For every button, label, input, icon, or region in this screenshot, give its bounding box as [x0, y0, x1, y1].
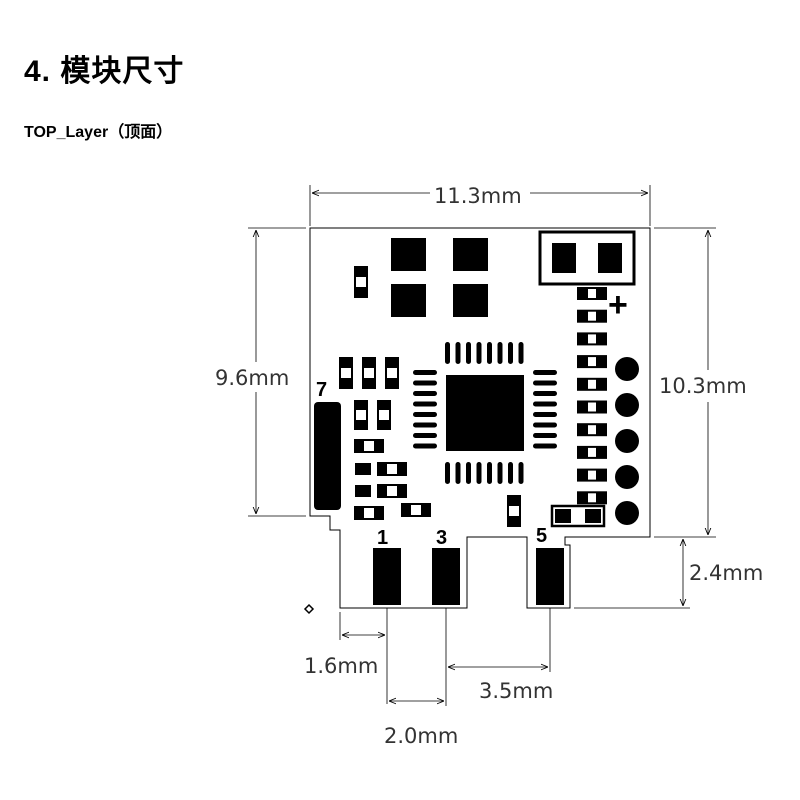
dim-edge-offset-label: 1.6mm	[304, 654, 378, 678]
pin-5-label: 5	[536, 525, 547, 547]
pin-7-label: 7	[316, 379, 327, 401]
qfn-pin-left	[413, 443, 437, 449]
smd-right-pad	[596, 333, 606, 345]
dim-pin-pitch-3-5-label: 3.5mm	[479, 679, 553, 703]
qfn-pin-left	[413, 401, 437, 407]
qfn-pin-top	[476, 342, 482, 364]
qfn-pin-right	[533, 391, 557, 396]
qfn-pin-left	[413, 412, 437, 417]
qfn-pin-bottom	[497, 462, 503, 484]
smd-right-pad	[596, 288, 606, 299]
dim-tab-height-label: 2.4mm	[689, 561, 763, 585]
qfn-pin-top	[445, 342, 450, 364]
qfn-pin-left	[413, 391, 437, 396]
qfn-pin-bottom	[518, 462, 524, 484]
smd-right-column	[577, 287, 607, 505]
smd-right-pad	[596, 469, 606, 481]
qfn-pin-right	[533, 443, 557, 449]
qfn-pin-left	[413, 433, 437, 438]
smd-right-pad	[578, 378, 588, 390]
qfn-pin-right	[533, 412, 557, 417]
dim-pin-pitch-1-3	[389, 608, 447, 706]
qfn-pin-left	[413, 380, 437, 386]
smd-right-pad	[596, 378, 606, 390]
top-connector	[538, 230, 636, 286]
dim-board-width	[309, 185, 651, 226]
qfn-pin-right	[533, 401, 557, 407]
qfn-pin-right	[533, 380, 557, 386]
origin-marker	[303, 603, 315, 615]
qfn-pin-left	[413, 422, 437, 428]
large-pads	[391, 238, 488, 317]
round-pads	[615, 357, 639, 525]
qfn-pin-right	[533, 433, 557, 438]
smd-right-pad	[578, 356, 588, 368]
pin-1-label: 1	[377, 527, 388, 549]
smd-right-pad	[578, 492, 588, 504]
qfn-pin-top	[487, 342, 492, 364]
dim-tab-height	[574, 539, 690, 609]
smd-horizontal-left	[354, 439, 431, 520]
qfn-pin-top	[466, 342, 471, 364]
qfn-pin-bottom	[455, 462, 461, 484]
smd-right-pad	[578, 333, 588, 345]
qfn-pin-top	[518, 342, 524, 364]
dim-board-height-label: 9.6mm	[215, 366, 289, 390]
qfn-pin-top	[455, 342, 461, 364]
smd-right-pad	[578, 446, 588, 458]
qfn-pin-right	[533, 370, 557, 375]
bottom-pins	[373, 548, 564, 605]
dim-edge-offset	[339, 608, 388, 704]
section-title: 4. 模块尺寸	[24, 55, 185, 88]
smd-right-pad	[596, 356, 606, 368]
smd-right-pad	[578, 310, 588, 322]
smd-right-pad	[578, 288, 588, 299]
dim-total-height-label: 10.3mm	[659, 374, 747, 398]
dim-pin-pitch-1-3-label: 2.0mm	[384, 724, 458, 748]
qfn-pin-bottom	[476, 462, 482, 484]
smd-vertical-left	[339, 266, 521, 527]
dim-board-width-label: 11.3mm	[434, 184, 522, 208]
board-outline	[309, 227, 651, 609]
smd-right-pad	[596, 492, 606, 504]
qfn-pin-top	[497, 342, 503, 364]
smd-right-pad	[578, 424, 588, 436]
pin-3-label: 3	[436, 527, 447, 549]
smd-right-pad	[596, 401, 606, 413]
qfn-pin-right	[533, 422, 557, 428]
smd-right-pad	[596, 310, 606, 322]
smd-right-pad	[578, 401, 588, 413]
dim-total-height	[654, 227, 716, 538]
smd-bottom-right	[550, 504, 606, 528]
dim-board-height	[248, 227, 306, 517]
qfn-pin-bottom	[466, 462, 471, 484]
qfn-pin-top	[508, 342, 513, 364]
qfn-pin-bottom	[487, 462, 492, 484]
pin7-pad	[314, 402, 341, 510]
smd-right-pad	[596, 424, 606, 436]
qfn-pin-left	[413, 370, 437, 375]
qfn-chip	[413, 342, 557, 484]
plus-marker: +	[608, 286, 628, 324]
qfn-pin-bottom	[445, 462, 450, 484]
smd-right-pad	[578, 469, 588, 481]
smd-right-pad	[596, 446, 606, 458]
qfn-pin-bottom	[508, 462, 513, 484]
dim-pin-pitch-3-5	[448, 608, 551, 672]
layer-title: TOP_Layer（顶面）	[24, 124, 173, 141]
